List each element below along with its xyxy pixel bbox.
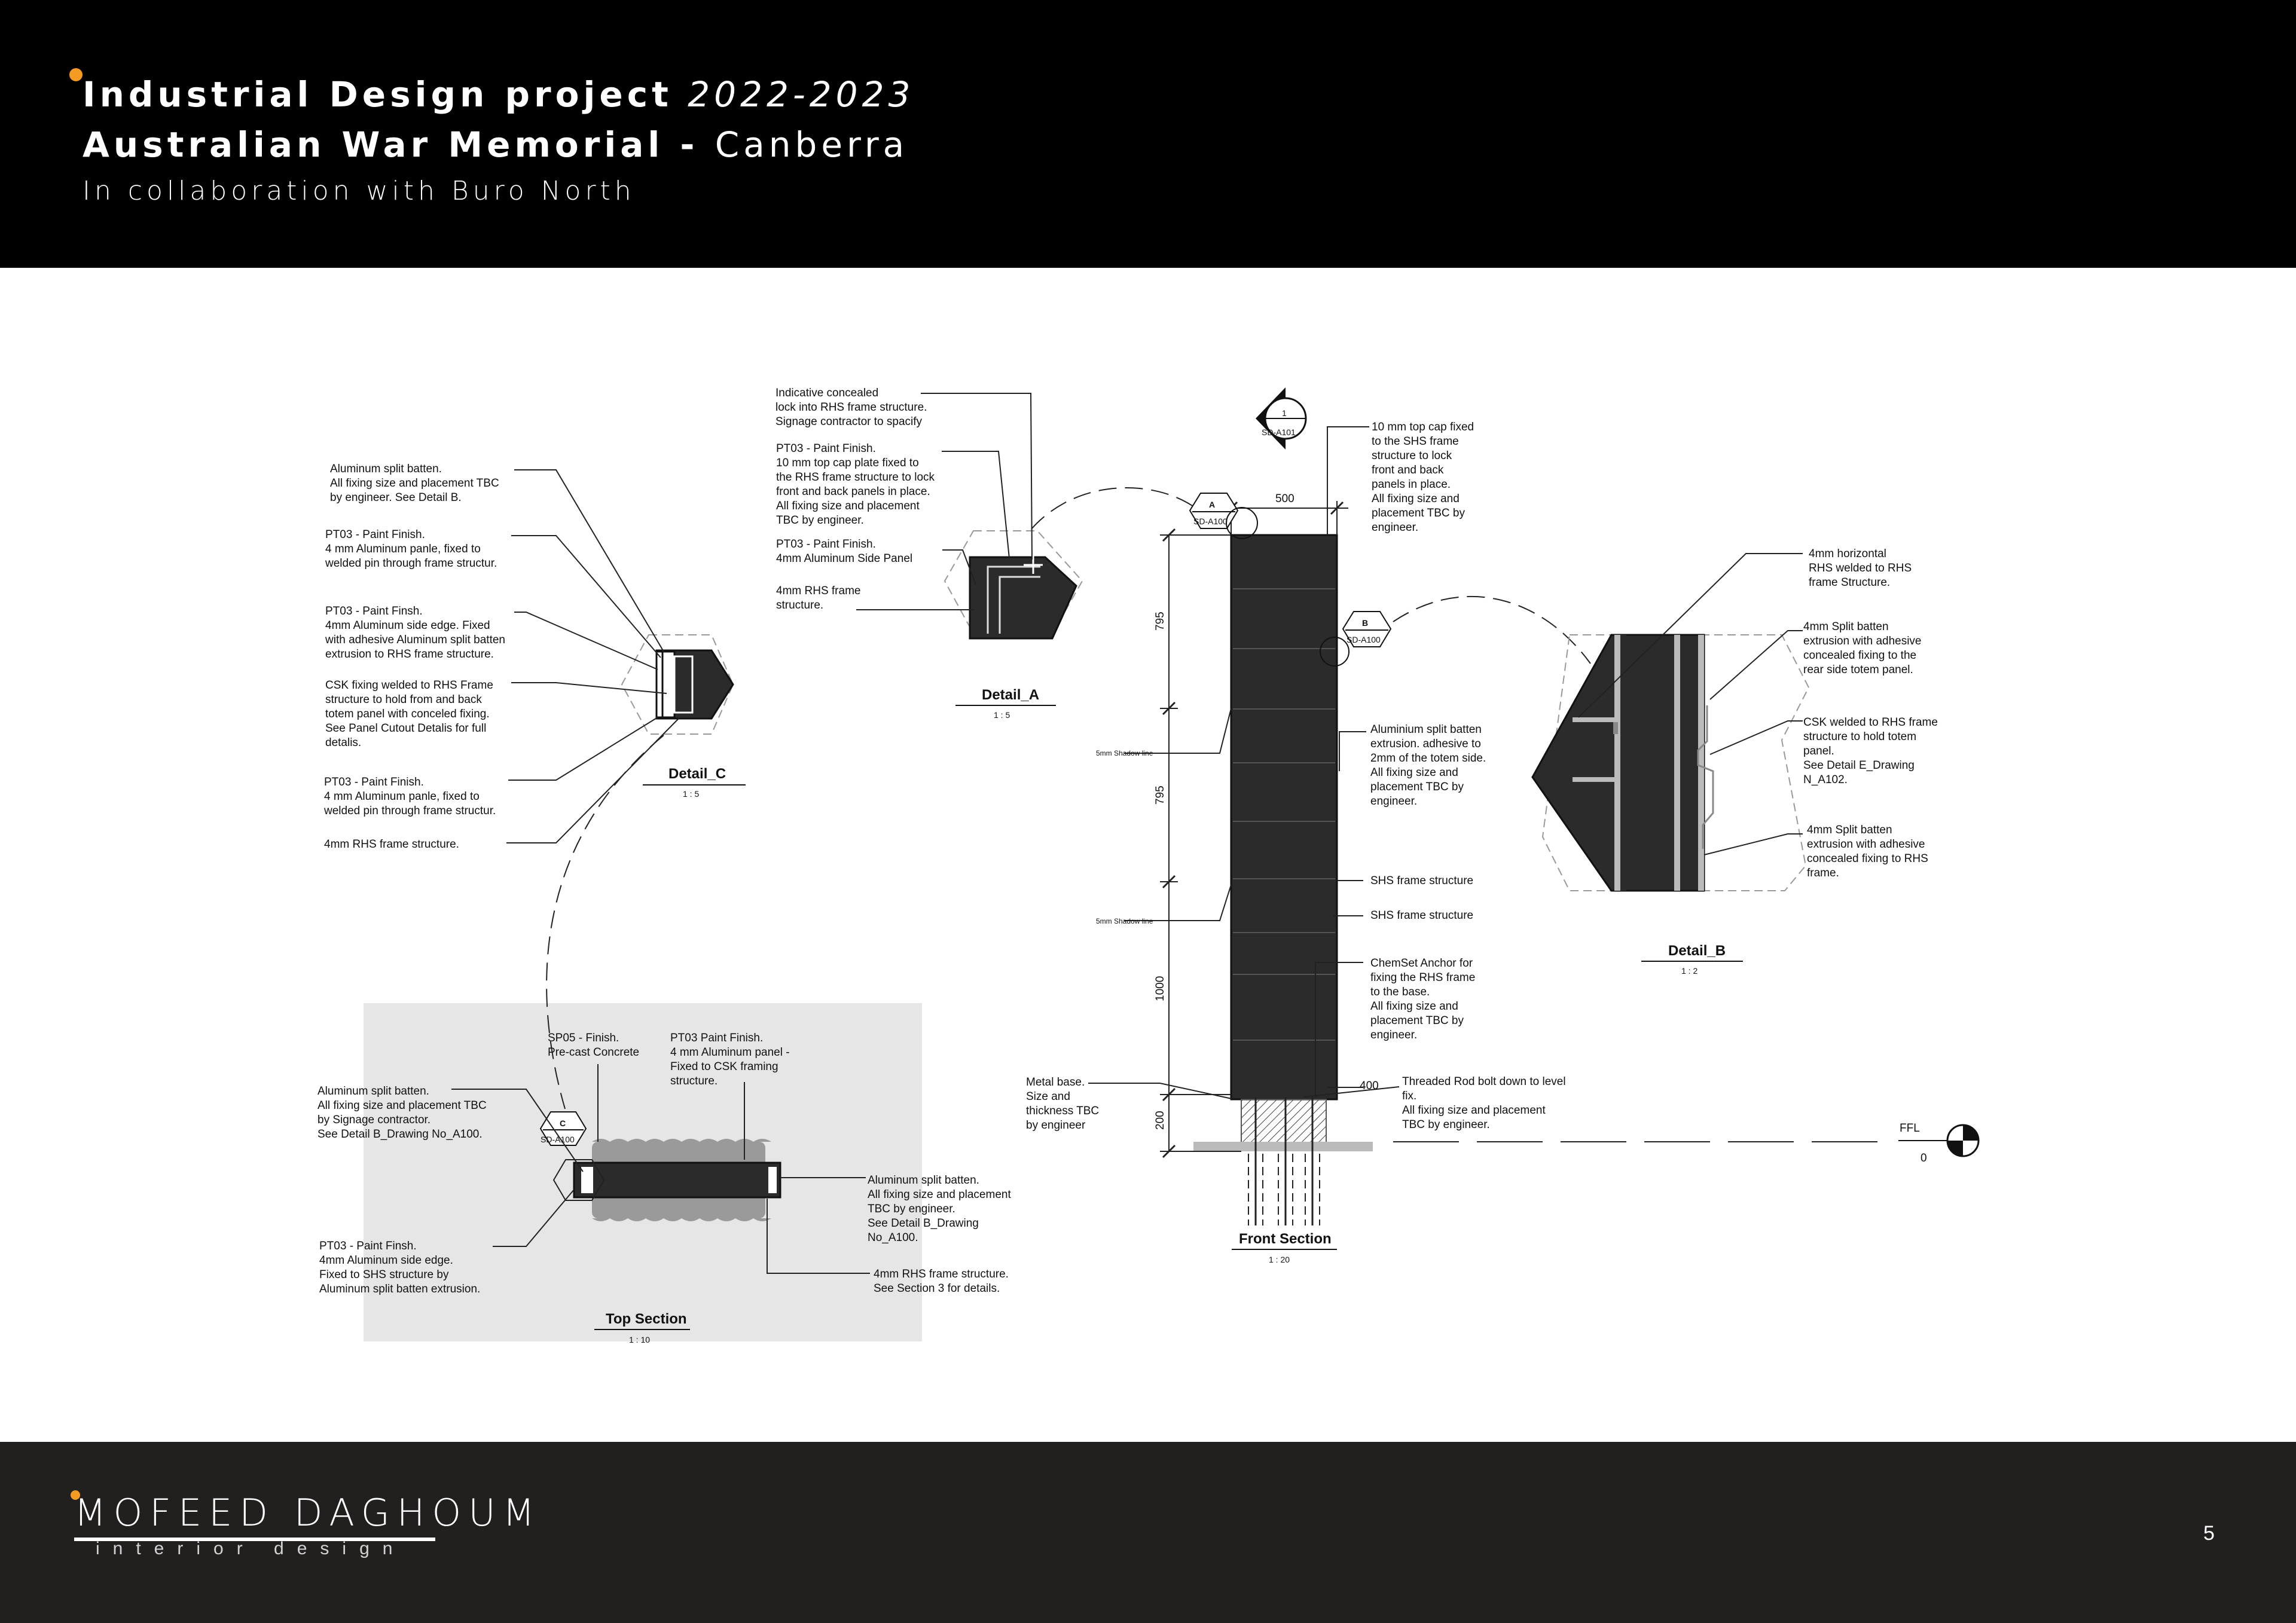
note-a-side-panel: PT03 - Paint Finish.4mm Aluminum Side Pa…	[776, 538, 912, 565]
tag-a-letter: A	[1209, 500, 1215, 509]
tag-b: B SD-A100	[1320, 611, 1392, 667]
note-t-pt03: PT03 Paint Finish.4 mm Aluminum panel -F…	[670, 1032, 790, 1087]
detail-c-scale: 1 : 5	[683, 789, 699, 799]
detail-b-drawing	[1531, 634, 1810, 892]
page-header: Industrial Design project 2022-2023 Aust…	[0, 0, 2296, 268]
tag-a: A SD-A100	[1189, 493, 1258, 539]
note-t-sp05: SP05 - Finish.Pre-cast Concrete	[548, 1032, 639, 1059]
note-t-split-batten-left: Aluminum split batten.All fixing size an…	[317, 1085, 487, 1141]
shadow-line-label-1: 5mm Shadow line	[1096, 749, 1153, 757]
detail-c-leaders	[506, 469, 679, 843]
front-section-drawing	[1160, 501, 1373, 1225]
tag-a-sheet: SD-A100	[1193, 516, 1228, 526]
top-section-scale: 1 : 10	[629, 1335, 650, 1344]
tag-c-letter: C	[560, 1118, 566, 1128]
top-section-title: Top Section	[606, 1311, 687, 1327]
tag-c-sheet: SD-A100	[541, 1135, 575, 1144]
detail-a-scale: 1 : 5	[994, 710, 1010, 720]
note-c-side-edge: PT03 - Paint Finsh.4mm Aluminum side edg…	[325, 605, 505, 661]
shadow-line-label-2: 5mm Shadow line	[1096, 917, 1153, 925]
note-a-top-cap: PT03 - Paint Finish.10 mm top cap plate …	[776, 442, 935, 527]
dim-height-795-mid: 795	[1154, 785, 1167, 805]
client-line: Australian War Memorial - Canberra	[83, 124, 908, 165]
detail-b-scale: 1 : 2	[1681, 966, 1697, 976]
page-footer	[0, 1442, 2296, 1623]
detail-c-drawing	[621, 634, 734, 735]
dim-height-795-top: 795	[1154, 612, 1167, 631]
note-f-shs-2: SHS frame structure	[1370, 909, 1473, 922]
logo-wordmark: MOFEED DAGHOUM	[74, 1491, 542, 1535]
detail-b-title: Detail_B	[1668, 943, 1726, 959]
tag-c: C SD-A100	[539, 1111, 587, 1146]
dim-width-500: 500	[1275, 493, 1294, 505]
logo-underline	[74, 1538, 435, 1541]
detail-a-leaders	[856, 393, 1033, 610]
top-section-leaders	[451, 1064, 870, 1274]
section-marker-1: 1 SD-A101	[1256, 387, 1307, 450]
front-section-scale: 1 : 20	[1269, 1255, 1290, 1264]
section-marker-1-sheet: SD-A101	[1262, 427, 1296, 437]
tag-b-sheet: SD-A100	[1347, 635, 1381, 644]
dim-height-1000: 1000	[1154, 976, 1167, 1001]
note-c-pt03-panel-2: PT03 - Paint Finish.4 mm Aluminum panle,…	[323, 776, 496, 817]
note-t-rhs: 4mm RHS frame structure.See Section 3 fo…	[874, 1268, 1009, 1295]
dim-height-200: 200	[1154, 1111, 1167, 1130]
detail-a-drawing	[944, 530, 1083, 640]
detail-a-title: Detail_A	[982, 687, 1039, 703]
callout-arc-a	[1031, 487, 1196, 530]
dim-base-400: 400	[1360, 1080, 1379, 1092]
technical-drawing: Aluminum split batten.All fixing size an…	[317, 387, 1980, 1344]
project-years: 2022-2023	[688, 74, 915, 115]
accent-dot-icon	[69, 68, 83, 81]
ffl-value: 0	[1921, 1152, 1927, 1164]
logo-accent-dot-icon	[71, 1490, 80, 1500]
client-name: Australian War Memorial -	[83, 124, 715, 165]
logo-subtitle: interior design	[96, 1539, 406, 1558]
project-label: Industrial Design project	[83, 74, 673, 115]
page-number: 5	[2203, 1522, 2215, 1545]
note-t-side-edge: PT03 - Paint Finsh.4mm Aluminum side edg…	[319, 1240, 480, 1295]
callout-arc-b	[1393, 596, 1591, 664]
client-city: Canberra	[715, 124, 909, 165]
note-t-split-batten-right: Aluminum split batten.All fixing size an…	[868, 1174, 1011, 1244]
note-c-split-batten: Aluminum split batten.All fixing size an…	[330, 463, 499, 504]
front-section-title: Front Section	[1239, 1231, 1332, 1247]
note-c-pt03-panel: PT03 - Paint Finish.4 mm Aluminum panle,…	[325, 528, 497, 570]
front-section-leaders	[1088, 426, 1400, 1099]
top-section-drawing	[552, 1139, 781, 1221]
collaboration-line: In collaboration with Buro North	[83, 176, 636, 206]
note-c-rhs: 4mm RHS frame structure.	[324, 838, 459, 851]
section-marker-1-number: 1	[1282, 408, 1287, 418]
ffl-label: FFL	[1900, 1122, 1920, 1135]
level-marker-ffl	[1898, 1124, 1980, 1157]
note-f-shs-1: SHS frame structure	[1370, 875, 1473, 887]
detail-c-title: Detail_C	[668, 766, 726, 782]
project-title-line: Industrial Design project 2022-2023	[83, 74, 914, 115]
detail-b-leaders	[1578, 553, 1803, 855]
tag-b-letter: B	[1362, 618, 1368, 628]
